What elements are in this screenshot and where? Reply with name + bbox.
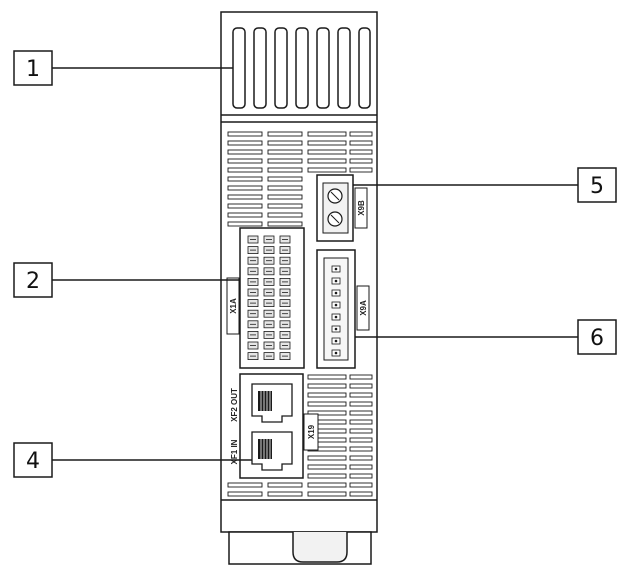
vent-slot — [349, 401, 373, 407]
vent-slot — [267, 491, 303, 497]
vent-slot — [307, 383, 347, 389]
vent-slot — [267, 176, 303, 182]
x9a-pin-dot — [334, 339, 338, 343]
vent-slot — [227, 140, 263, 146]
vent-slot — [349, 410, 373, 416]
vent-slot — [267, 482, 303, 488]
vent-slot — [307, 464, 347, 470]
vent-slot — [227, 482, 263, 488]
vent-slot — [227, 185, 263, 191]
vent-slot — [267, 131, 303, 137]
vent-slot — [307, 455, 347, 461]
vent-slot — [349, 455, 373, 461]
x9b-label: X9B — [357, 200, 366, 216]
vent-slot — [349, 482, 373, 488]
xf1-rj45-port — [251, 431, 293, 471]
vent-slot — [349, 428, 373, 434]
vent-slot — [307, 167, 347, 173]
vent-slot — [307, 149, 347, 155]
vent-slot — [227, 212, 263, 218]
vent-slot — [349, 383, 373, 389]
vent-slot — [349, 491, 373, 497]
x19-connector: X19 — [303, 413, 319, 451]
vent-slot — [227, 221, 263, 227]
x9a-pin-dot — [334, 303, 338, 307]
xf2-label: XF2 OUT — [230, 388, 239, 422]
vent-slot — [307, 131, 347, 137]
vent-slot — [307, 401, 347, 407]
vent-slot — [267, 185, 303, 191]
vent-slot — [267, 203, 303, 209]
vent-slot — [267, 194, 303, 200]
vent-slot — [349, 131, 373, 137]
callout-1-number: 1 — [26, 57, 40, 82]
vent-slot — [349, 464, 373, 470]
vent-slot — [307, 392, 347, 398]
vent-slot — [267, 158, 303, 164]
x1a-terminal-pins — [247, 235, 291, 361]
x19-label: X19 — [307, 424, 316, 439]
vent-slot — [307, 491, 347, 497]
callout-6: 6 — [355, 319, 617, 355]
vent-slot — [227, 131, 263, 137]
vent-slot — [267, 167, 303, 173]
vent-slot — [349, 446, 373, 452]
vent-slot — [349, 140, 373, 146]
x9a-pin-dot — [334, 315, 338, 319]
vent-slot — [227, 203, 263, 209]
callout-2-number: 2 — [26, 269, 40, 294]
vent-slot — [307, 473, 347, 479]
x9a-connector: X9A — [316, 249, 370, 369]
vent-slot — [349, 374, 373, 380]
vent-slot — [227, 194, 263, 200]
vent-slot — [349, 392, 373, 398]
vent-slot — [267, 212, 303, 218]
vent-slot — [307, 482, 347, 488]
vent-slot — [267, 149, 303, 155]
vent-slot — [349, 167, 373, 173]
vent-slot — [349, 473, 373, 479]
vent-slots — [227, 131, 373, 497]
x9a-pin-dot — [334, 327, 338, 331]
vent-slot — [227, 158, 263, 164]
x1a-terminal-block: X1A — [226, 227, 305, 369]
vent-slot — [349, 419, 373, 425]
vent-slot — [267, 140, 303, 146]
x9a-pin-dot — [334, 291, 338, 295]
heatsink-fins — [232, 27, 371, 109]
x9a-pins — [331, 265, 341, 357]
callout-4-number: 4 — [26, 449, 40, 474]
callout-2: 2 — [13, 262, 240, 298]
callout-1: 1 — [13, 50, 233, 86]
x1a-label: X1A — [229, 298, 238, 314]
vent-slot — [307, 158, 347, 164]
vent-slot — [349, 158, 373, 164]
x9a-pin-dot — [334, 267, 338, 271]
callout-6-number: 6 — [590, 326, 604, 351]
vent-slot — [227, 167, 263, 173]
vent-slot — [307, 140, 347, 146]
x9a-label: X9A — [359, 300, 368, 316]
callout-5: 5 — [353, 167, 617, 203]
x9a-pin-dot — [334, 351, 338, 355]
vent-slot — [227, 149, 263, 155]
ethernet-ports: XF2 OUT XF1 IN — [230, 373, 304, 479]
xf2-rj45-port — [251, 383, 293, 423]
vent-slot — [227, 491, 263, 497]
callout-5-number: 5 — [590, 174, 604, 199]
vent-slot — [307, 374, 347, 380]
xf1-label: XF1 IN — [230, 439, 239, 464]
vent-slot — [267, 221, 303, 227]
x9b-connector: X9B — [316, 174, 368, 242]
vent-slot — [349, 437, 373, 443]
mounting-foot — [228, 531, 372, 565]
x9a-pin-dot — [334, 279, 338, 283]
callout-4: 4 — [13, 442, 252, 478]
vent-slot — [349, 149, 373, 155]
vent-slot — [307, 410, 347, 416]
vent-slot — [227, 176, 263, 182]
